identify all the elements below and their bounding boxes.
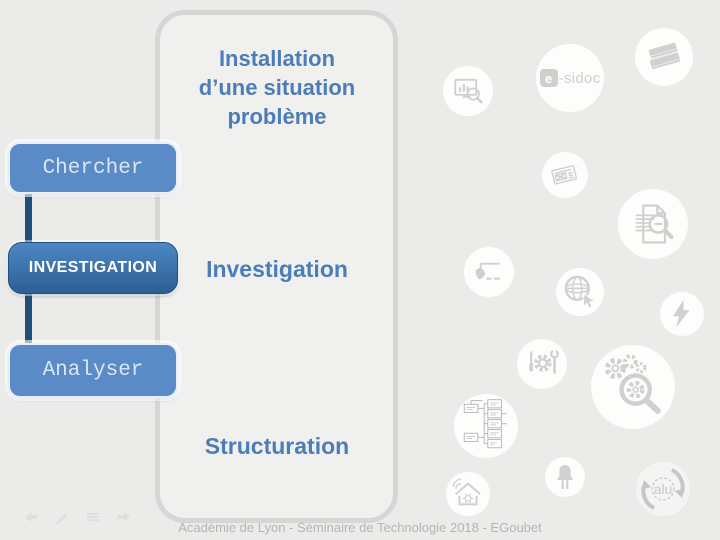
flow-box-chercher: Chercher (8, 142, 178, 194)
alu-text: alu (653, 481, 673, 497)
nav-back-button[interactable] (22, 508, 40, 526)
pen-icon (56, 513, 67, 525)
arrow-right-icon (118, 512, 130, 522)
lightning-icon (660, 292, 704, 336)
smart-home-icon (446, 472, 490, 516)
presentation-nav (22, 508, 133, 526)
esidoc-text: -sidoc (558, 69, 601, 87)
arrow-left-icon (25, 512, 37, 522)
stage-label-structuration: Structuration (204, 433, 350, 459)
tools-icon (517, 339, 567, 389)
title-line-3: problème (227, 104, 327, 129)
flow-box-label: Analyser (42, 359, 144, 382)
flow-box-investigation: INVESTIGATION (8, 242, 178, 294)
esidoc-e-badge: e (539, 69, 558, 87)
footer-credit: Académie de Lyon - Séminaire de Technolo… (178, 520, 542, 535)
globe-cursor-icon (556, 268, 604, 316)
page-title: Installation d’une situation problème (165, 44, 389, 131)
monitor-search-icon (443, 66, 493, 116)
flow-box-analyser: Analyser (8, 343, 178, 398)
title-line-1: Installation (218, 46, 336, 71)
esidoc-icon: e -sidoc (536, 44, 604, 112)
menu-icon (87, 513, 99, 522)
books-icon (635, 28, 693, 86)
stage-label-investigation: Investigation (206, 256, 348, 282)
flow-box-label: Chercher (42, 156, 144, 180)
alu-recycle-icon: alu (636, 462, 690, 516)
newspaper-icon (542, 152, 588, 198)
led-icon (545, 457, 585, 497)
hand-tablet-icon (464, 247, 514, 297)
flow-box-label: INVESTIGATION (28, 259, 158, 276)
tree-diagram-icon (454, 394, 518, 458)
nav-forward-button[interactable] (115, 508, 133, 526)
gears-search-icon (591, 345, 675, 429)
nav-menu-button[interactable] (84, 508, 102, 526)
nav-pen-button[interactable] (53, 508, 71, 526)
document-search-icon (618, 189, 688, 259)
title-line-2: d’une situation (198, 75, 356, 100)
